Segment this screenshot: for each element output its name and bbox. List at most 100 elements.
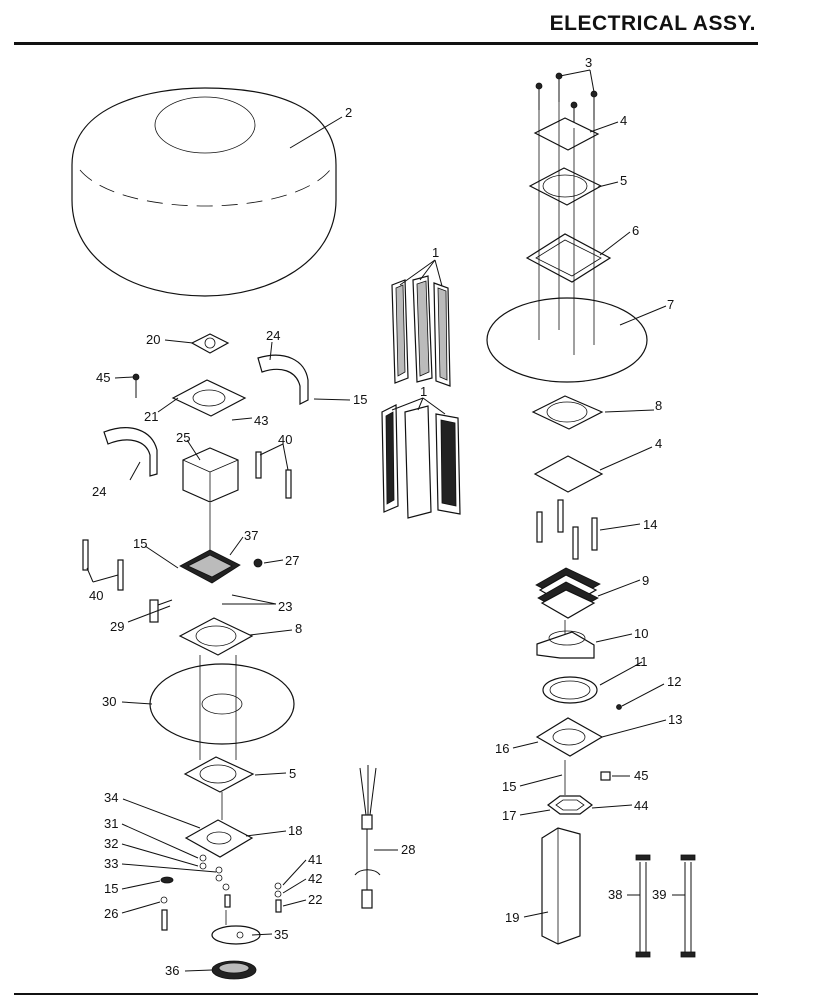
callout-27: 27 xyxy=(285,553,299,568)
callout-labels: 2 3 4 5 6 7 1 1 20 24 45 15 21 43 25 40 … xyxy=(89,55,682,978)
callout-41: 41 xyxy=(308,852,322,867)
callout-23: 23 xyxy=(278,599,292,614)
callout-39: 39 xyxy=(652,887,666,902)
mid-plate-part xyxy=(533,455,604,493)
callout-25: 25 xyxy=(176,430,190,445)
callout-17: 17 xyxy=(502,808,516,823)
lens-panels-lower xyxy=(381,404,461,519)
callout-37: 37 xyxy=(244,528,258,543)
lens-panels-upper xyxy=(391,275,451,387)
bolt-left-part xyxy=(132,373,140,398)
bracket-left-part xyxy=(103,427,158,477)
callout-19: 19 xyxy=(505,910,519,925)
callout-15-mid: 15 xyxy=(133,536,147,551)
leader-lines xyxy=(86,69,685,972)
callout-15-top: 15 xyxy=(353,392,367,407)
spacers-left-part xyxy=(82,539,124,591)
callout-7: 7 xyxy=(667,297,674,312)
header-rule xyxy=(14,42,758,45)
callout-2: 2 xyxy=(345,105,352,120)
knob-part xyxy=(253,558,263,568)
callout-36: 36 xyxy=(165,963,179,978)
gasket-lower-part xyxy=(183,756,255,793)
top-cap-part xyxy=(525,233,612,283)
callout-29: 29 xyxy=(110,619,124,634)
top-gasket-part xyxy=(528,167,603,206)
screw-part xyxy=(616,704,622,710)
mid-gasket-part xyxy=(531,395,604,430)
hex-post-part xyxy=(541,827,581,945)
gasket-left-part xyxy=(178,617,254,656)
transformer-box-part xyxy=(182,447,239,503)
callout-5-left: 5 xyxy=(289,766,296,781)
top-mount-part xyxy=(190,333,230,354)
callout-40-top: 40 xyxy=(278,432,292,447)
callout-43: 43 xyxy=(254,413,268,428)
callout-35: 35 xyxy=(274,927,288,942)
callout-20: 20 xyxy=(146,332,160,347)
power-cord-part xyxy=(354,765,381,909)
callout-18: 18 xyxy=(288,823,302,838)
callout-15-right: 15 xyxy=(502,779,516,794)
callout-10: 10 xyxy=(634,626,648,641)
mount-plate-part xyxy=(171,379,247,417)
callout-14: 14 xyxy=(643,517,657,532)
callout-5: 5 xyxy=(620,173,627,188)
base-plate-part xyxy=(535,717,604,757)
ring-mount-part xyxy=(536,630,595,659)
callout-1-upper: 1 xyxy=(432,245,439,260)
terminal-block-part xyxy=(211,960,257,980)
callout-21: 21 xyxy=(144,409,158,424)
base-left-part xyxy=(184,819,254,858)
callout-12: 12 xyxy=(667,674,681,689)
callout-28: 28 xyxy=(401,842,415,857)
right-guide-lines xyxy=(538,102,595,795)
coil-part xyxy=(535,567,601,619)
footer-rule xyxy=(14,993,758,995)
page-title: ELECTRICAL ASSY. xyxy=(549,12,756,35)
callout-13: 13 xyxy=(668,712,682,727)
callout-38: 38 xyxy=(608,887,622,902)
callout-44: 44 xyxy=(634,798,648,813)
callout-1-lower: 1 xyxy=(420,384,427,399)
callout-4-lower: 4 xyxy=(655,436,662,451)
standoffs-part xyxy=(536,499,598,560)
callout-40-left: 40 xyxy=(89,588,103,603)
bracket-top-part xyxy=(257,354,309,405)
callout-9: 9 xyxy=(642,573,649,588)
callout-3: 3 xyxy=(585,55,592,70)
callout-8-left: 8 xyxy=(295,621,302,636)
callout-15-bottom: 15 xyxy=(104,881,118,896)
wire-harness-38-part xyxy=(635,854,651,958)
callout-11: 11 xyxy=(634,654,648,669)
large-disc-part xyxy=(486,297,648,383)
hex-ring-part xyxy=(547,795,593,815)
callout-16: 16 xyxy=(495,741,509,756)
callout-24-top: 24 xyxy=(266,328,280,343)
spacers-right-part xyxy=(255,451,292,499)
callout-32: 32 xyxy=(104,836,118,851)
callout-42: 42 xyxy=(308,871,322,886)
bolts-part xyxy=(535,72,598,128)
callout-45-left: 45 xyxy=(96,370,110,385)
callout-31: 31 xyxy=(104,816,118,831)
dome-cover-part xyxy=(71,87,337,297)
callout-4: 4 xyxy=(620,113,627,128)
callout-6: 6 xyxy=(632,223,639,238)
hardware-left-part xyxy=(160,854,282,931)
callout-30: 30 xyxy=(102,694,116,709)
top-plate-part xyxy=(533,117,600,151)
disc-left-part xyxy=(149,663,295,745)
callout-8-right: 8 xyxy=(655,398,662,413)
callout-24-left: 24 xyxy=(92,484,106,499)
clamp-ring-part xyxy=(542,676,598,704)
left-guide-lines xyxy=(199,503,237,925)
callout-26: 26 xyxy=(104,906,118,921)
connector-part xyxy=(149,599,173,623)
callout-45-right: 45 xyxy=(634,768,648,783)
circuit-board-part xyxy=(179,549,241,584)
callout-33: 33 xyxy=(104,856,118,871)
wire-harness-39-part xyxy=(680,854,696,958)
callout-22: 22 xyxy=(308,892,322,907)
